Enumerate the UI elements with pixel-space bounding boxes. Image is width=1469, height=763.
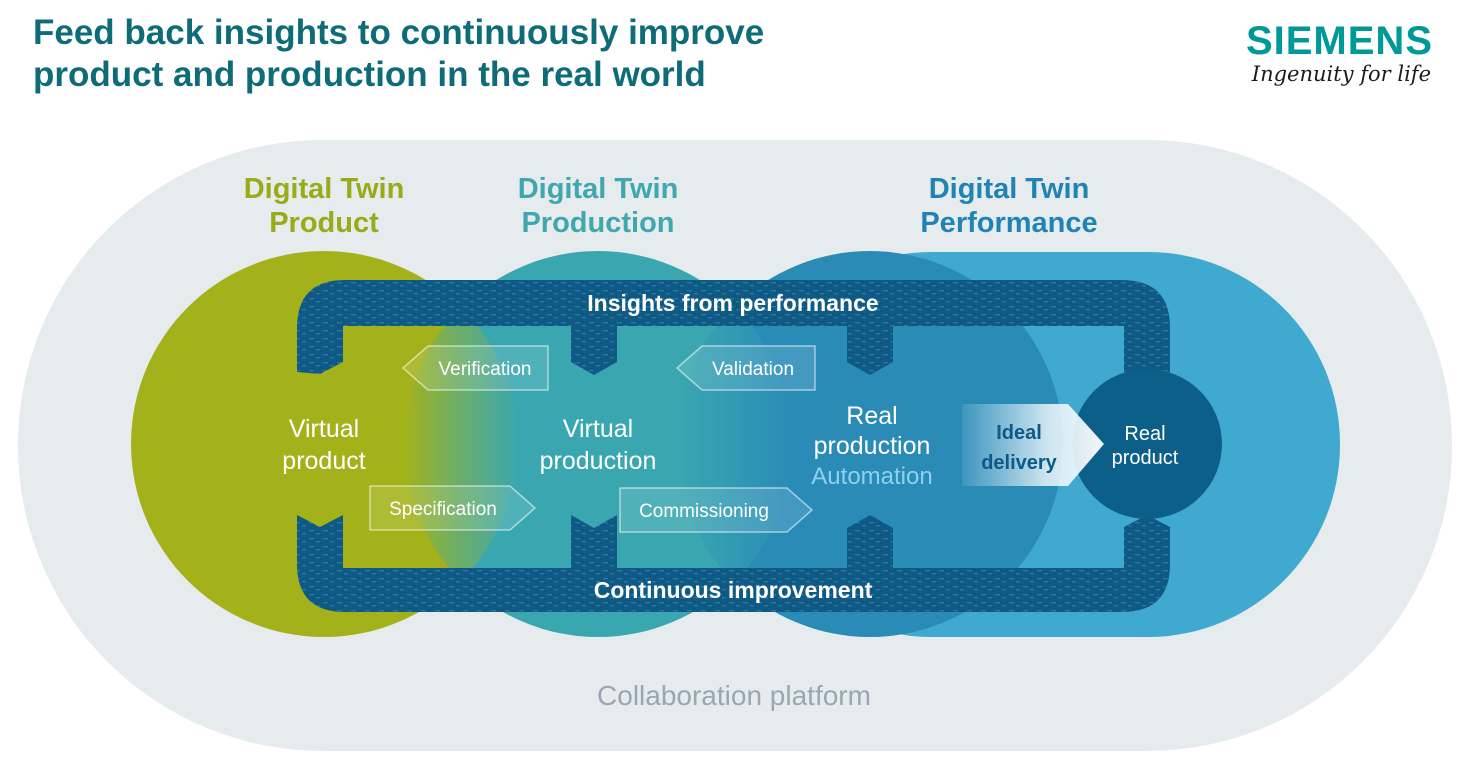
ideal-delivery-arrow — [962, 404, 1104, 486]
real-production-label-line-1: Real — [846, 402, 897, 430]
commissioning-arrow — [619, 487, 814, 533]
real-product-circle — [1072, 369, 1222, 519]
real-product-label-line-1: Real — [1124, 423, 1165, 445]
slide-title-line-1: Feed back insights to continuously impro… — [33, 13, 765, 52]
specification-arrow — [369, 485, 537, 531]
siemens-logo: SIEMENS Ingenuity for life — [1193, 20, 1433, 86]
verification-label: Verification — [439, 359, 532, 380]
validation-arrow — [675, 345, 816, 391]
improvement-loop — [297, 515, 1170, 612]
product-production-overlap — [403, 307, 519, 581]
virtual-product-label-line-2: product — [282, 447, 365, 475]
commissioning-label: Commissioning — [639, 501, 769, 522]
virtual-production-label-line-2: production — [540, 447, 657, 475]
real-production-automation-label: Automation — [811, 463, 932, 490]
product-circle — [131, 251, 517, 637]
performance-circle — [677, 251, 1063, 637]
ideal-delivery-label-line-2: delivery — [981, 452, 1057, 474]
improvement-loop-label: Continuous improvement — [594, 577, 873, 603]
logo-tagline: Ingenuity for life — [1251, 62, 1431, 86]
ideal-delivery-label-line-1: Ideal — [996, 422, 1042, 444]
twin-production-heading-line-2: Production — [521, 207, 674, 239]
verification-arrow — [401, 345, 549, 391]
slide-title-line-2: product and production in the real world — [33, 55, 706, 94]
twin-performance-heading-line-1: Digital Twin — [929, 173, 1090, 205]
twin-performance-heading-line-2: Performance — [920, 207, 1097, 239]
production-circle — [405, 251, 791, 637]
real-product-label-line-2: product — [1112, 447, 1179, 469]
specification-label: Specification — [389, 499, 497, 520]
insights-loop — [297, 280, 1170, 375]
virtual-production-label-line-1: Virtual — [563, 415, 633, 443]
insights-loop-label: Insights from performance — [587, 290, 878, 316]
logo-wordmark: SIEMENS — [1245, 19, 1433, 63]
production-performance-overlap — [675, 306, 793, 582]
real-production-label-line-2: production — [814, 432, 931, 460]
collaboration-platform-label: Collaboration platform — [597, 680, 871, 711]
virtual-product-label-line-1: Virtual — [289, 415, 359, 443]
twin-product-heading-line-1: Digital Twin — [244, 173, 405, 205]
twin-production-heading-line-1: Digital Twin — [518, 173, 679, 205]
validation-label: Validation — [712, 359, 794, 380]
slide-title: Feed back insights to continuously impro… — [33, 12, 933, 96]
twin-product-heading-line-2: Product — [269, 207, 379, 239]
